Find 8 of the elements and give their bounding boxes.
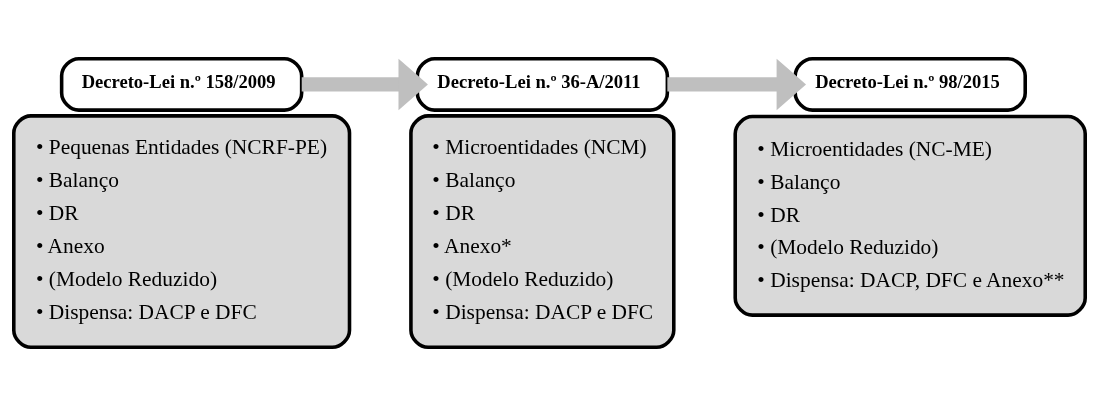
node-box: • Microentidades (NC-ME) • Balanço • DR • (Modelo Reduzido) • Dispensa: DACP, DFC e Anexo** [733,114,1087,317]
node-box: • Pequenas Entidades (NCRF-PE) • Balanço • DR • Anexo • (Modelo Reduzido) • Dispensa: DACP e DFC [12,113,352,349]
arrow [301,58,428,110]
node-box: Decreto-Lei n.º 98/2015 [793,56,1027,112]
node-box: Decreto-Lei n.º 36-A/2011 [415,56,670,112]
node-box: Decreto-Lei n.º 158/2009 [59,56,304,112]
arrow [667,58,807,110]
node-box: • Microentidades (NCM) • Balanço • DR • Anexo* • (Modelo Reduzido) • Dispensa: DACP e DFC [409,113,676,349]
